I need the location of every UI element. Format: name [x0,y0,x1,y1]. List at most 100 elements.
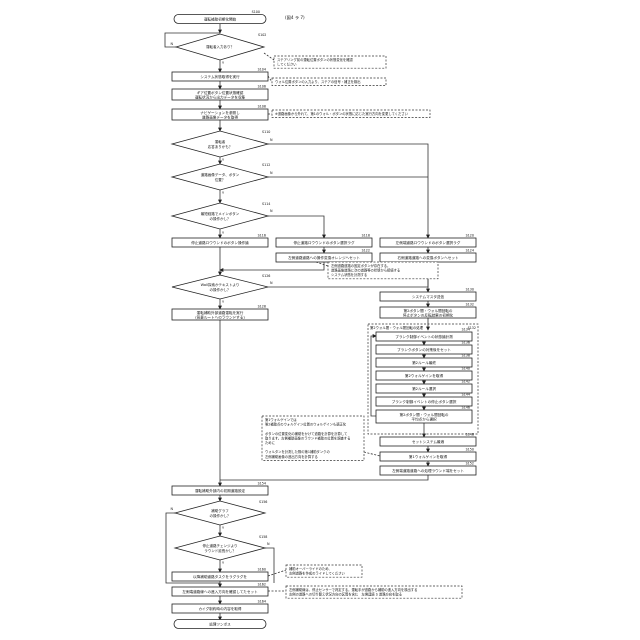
note-text: ボタンの位置変化の補助をかけて道路を計算を計算して [265,431,347,436]
terminal-text: 処理ツンボス [209,621,231,626]
step-code: S150 [466,448,474,452]
process-text: 左側端道路ロウウンドのボタン選択ラグ [396,240,461,245]
note-text: 補助オーバーライドのため、 [289,566,332,571]
process-text: システム状態取得を実行 [200,74,240,79]
process-text: 停止道路ロウウンドのボタン操作論 [191,240,249,245]
process-text: 平均点から選択 [411,417,437,422]
decision-text: 停止道路チェンジより [203,543,238,548]
decision-text: の操作かし？ [210,287,231,292]
note-text: してください [277,62,297,67]
process-text: 第1ウォルゲインを取得 [409,454,448,459]
note-text: 左側道路道路の固定ボタンが存在する。 [331,263,390,268]
annotation-notes: ステアリング前の運転位置ボタンの状態変化を確認してくださいウォル位置ボタンの入力… [262,56,462,598]
step-code: S124 [466,249,474,253]
step-code: S102 [258,33,266,37]
note-connector [264,53,274,60]
branch-label: N [170,42,173,46]
process-text: 第2ルール最終 [412,360,436,365]
note-text: 左側補助線は、停止センサーで判定する。運転手が道路から補助の進入方向を検出する [289,587,417,592]
flow-connector [268,144,428,238]
step-code: S134 [462,328,470,332]
decision-text: の操作かし？ [210,513,231,518]
process-text: カイグ制約時の内容を取得 [198,606,241,611]
step-code: S132 [466,303,474,307]
branch-label: N [270,209,273,213]
decision-s158 [175,536,265,560]
decision-s112 [172,164,268,190]
process-text: セットシステム最適 [412,439,445,444]
step-code: S146 [462,406,470,410]
note-text: 左側道路を作成のライドしてください [289,571,346,576]
note-connector [268,76,272,82]
branch-label: Y [222,61,225,65]
step-code: S108 [258,105,266,109]
step-code: S154 [258,482,266,486]
process-text: ブランク制御イベントの状態論計測 [395,334,453,339]
flow-connector [268,216,324,238]
process-text: 以降補助道路タスクをラグラグを [193,574,247,579]
decision-text: 応答ありかも？ [208,144,233,149]
process-text: ブランクボタンの対策後をセット [397,347,451,352]
step-code: S118 [362,234,370,238]
branch-label: Y [222,231,225,235]
step-code: S122 [362,249,370,253]
decision-text: 運転者 [215,139,226,144]
decision-text: 運転者入力あり？ [206,44,234,49]
process-text: 停止ボタンの反転結果の初期化 [403,313,454,318]
step-code: S152 [466,462,474,466]
decision-s126 [172,275,268,299]
process-text: 第2ボタン間・ウォル間回転の [399,412,448,417]
step-code: S160 [258,568,266,572]
process-text: (背景ルートへのラウンドする) [195,315,245,320]
note-text: ステアリング前の運転位置ボタンの状態変化を確認 [277,57,354,62]
branch-label: Y [222,300,225,304]
step-code: S100 [252,10,260,14]
step-code: S128 [258,305,266,309]
process-text: 右側道路道路への変換ボタンへセット [397,255,458,260]
decision-text: 補助グラフ [211,508,229,513]
process-text: 運転補助外部道路運転を実行 [197,310,244,315]
step-code: S156 [259,500,267,504]
process-text: 運転補助外部内の初期道路設定 [195,488,246,493]
step-code: S164 [258,600,266,604]
step-code: S130 [466,288,474,292]
branch-label: N [270,138,273,142]
process-text: 第2ウォルゲインを取得 [405,373,444,378]
note-text: 第1ウォルゲインでは [265,417,297,422]
branch-label: N [267,542,270,546]
note-text: 第2補助点のウォルゲイン位置のウォルゲインも適正化 [265,422,347,427]
branch-label: Y [222,191,225,195]
decision-s156 [175,501,265,525]
process-text: ブランク制御イベントの停止ボタン選択 [392,399,457,404]
step-code: S104 [258,68,266,72]
decision-text: の操作かし？ [210,216,231,221]
branch-label: Y [222,526,225,530]
step-code: S136 [462,341,470,345]
process-text: 第2ボタン間・ウォル間回転の [403,308,452,313]
step-code: S158 [259,535,267,539]
process-text: 停止道路ロウウンドのボタン選択ラグ [293,240,354,245]
note-text: ※道路画像から外れて、第1のウォル・ボタンの状態に応じた実行方向を変更してくださ… [275,111,409,116]
note-text: 左側の道路への切り替え状況方向の区間を含む 左側連続 S 道路方向を取る [289,592,402,597]
decision-text: Wall探索かテキストより [201,282,240,287]
branch-label: N [170,507,173,511]
step-code: S148 [466,433,474,437]
figure-label: (図4 ラ 7) [285,15,305,21]
step-code: S144 [462,393,470,397]
branch-label: N [270,171,273,175]
loop-title: 第2ウォル間・ウォル間回転の処理 [370,325,424,330]
process-text: 左側端道路線への進入方向を確認してたセット [182,589,258,594]
decision-text: 最短経路でメインボタン [201,211,240,216]
process-text: 運転状況から出力データを収集 [195,95,246,100]
decision-text: 道路画像データ、ボタン [201,172,240,177]
process-text: システムマスタ送信 [412,294,445,299]
branch-label: Y [222,561,225,565]
note-connector [316,262,328,266]
flow-connector [220,262,324,270]
terminal-text: 運転補助初期化開始 [204,16,237,21]
note-text: ウォルタンを計測した際の第1補助タンクの [265,449,330,454]
process-nodes: 運転補助初期化開始 S100 運転者入力あり？ S102N Y システム状態取得を実行 S1… [170,10,476,629]
flow-connector [371,336,376,416]
step-code: S142 [462,380,470,384]
process-text: ギア位置ボタン位置状態確認 [197,90,244,95]
